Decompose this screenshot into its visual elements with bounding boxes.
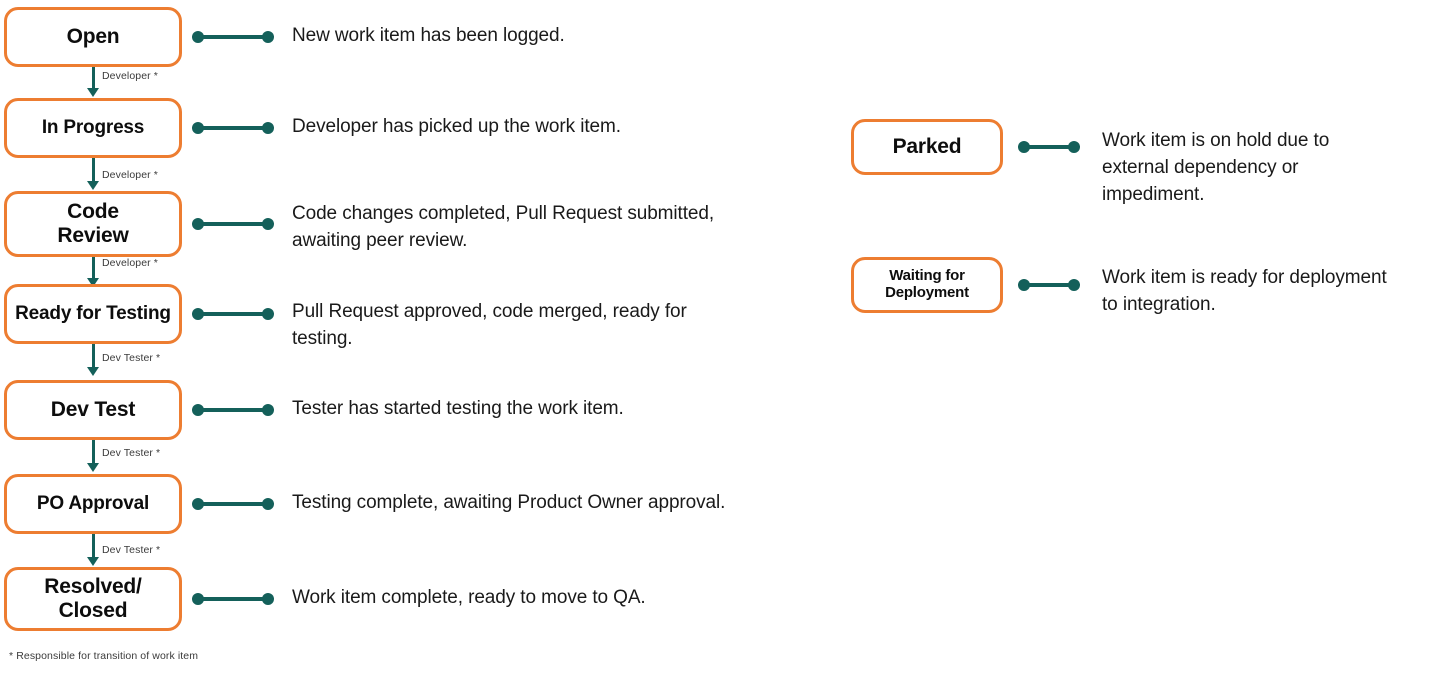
state-box-in-progress[interactable]: In Progress (4, 98, 182, 158)
transition-label-4: Dev Tester * (102, 352, 161, 364)
transition-label-5: Dev Tester * (102, 447, 161, 459)
state-description-in-progress: Developer has picked up the work item. (292, 116, 621, 137)
connector-bar (1023, 283, 1075, 287)
transition-arrow-4 (92, 344, 95, 370)
state-label: Code Review (57, 200, 129, 247)
state-label: Resolved/ Closed (44, 575, 142, 622)
state-box-resolved-closed[interactable]: Resolved/ Closed (4, 567, 182, 631)
connector-bar (197, 408, 269, 412)
state-label: Ready for Testing (15, 303, 171, 325)
transition-label-2: Developer * (102, 169, 158, 181)
transition-arrow-2 (92, 158, 95, 184)
state-label: PO Approval (36, 493, 150, 515)
transition-arrowhead-3 (87, 278, 99, 287)
connector-bar (197, 597, 269, 601)
state-box-code-review[interactable]: Code Review (4, 191, 182, 257)
connector-bar (197, 126, 269, 130)
connector-resolved-closed (192, 593, 274, 605)
connector-dot-right (262, 218, 274, 230)
connector-in-progress (192, 122, 274, 134)
connector-dot-right (262, 498, 274, 510)
connector-bar (197, 222, 269, 226)
transition-label-1: Developer * (102, 70, 158, 82)
connector-dot-right (262, 122, 274, 134)
transition-label-3: Developer * (102, 257, 158, 269)
state-description-dev-test: Tester has started testing the work item… (292, 398, 624, 419)
transition-label-6: Dev Tester * (102, 544, 161, 556)
state-description-ready-for-testing: Pull Request approved, code merged, read… (292, 301, 687, 349)
transition-arrowhead-6 (87, 557, 99, 566)
connector-bar (197, 502, 269, 506)
state-box-waiting-for-deployment[interactable]: Waiting for Deployment (851, 257, 1003, 313)
transition-arrowhead-2 (87, 181, 99, 190)
state-description-waiting-for-deployment: Work item is ready for deployment to int… (1102, 267, 1387, 315)
transition-arrow-6 (92, 534, 95, 560)
state-label: Waiting for Deployment (885, 267, 969, 301)
state-label: Parked (892, 135, 962, 159)
state-box-ready-for-testing[interactable]: Ready for Testing (4, 284, 182, 344)
connector-dot-right (262, 31, 274, 43)
state-description-open: New work item has been logged. (292, 25, 565, 46)
connector-parked (1018, 141, 1080, 153)
transition-arrowhead-1 (87, 88, 99, 97)
connector-waiting-for-deployment (1018, 279, 1080, 291)
footnote: * Responsible for transition of work ite… (9, 650, 199, 662)
state-box-open[interactable]: Open (4, 7, 182, 67)
connector-code-review (192, 218, 274, 230)
state-label: In Progress (41, 117, 145, 139)
state-label: Open (66, 25, 120, 49)
connector-dot-right (1068, 279, 1080, 291)
connector-open (192, 31, 274, 43)
transition-arrow-5 (92, 440, 95, 466)
state-label: Dev Test (50, 398, 136, 422)
connector-dot-right (262, 593, 274, 605)
transition-arrowhead-4 (87, 367, 99, 376)
connector-ready-for-testing (192, 308, 274, 320)
transition-arrow-3 (92, 257, 95, 281)
state-description-po-approval: Testing complete, awaiting Product Owner… (292, 492, 726, 513)
transition-arrowhead-5 (87, 463, 99, 472)
connector-dot-right (262, 308, 274, 320)
state-description-resolved-closed: Work item complete, ready to move to QA. (292, 587, 646, 608)
connector-po-approval (192, 498, 274, 510)
transition-arrow-1 (92, 67, 95, 91)
state-box-dev-test[interactable]: Dev Test (4, 380, 182, 440)
connector-bar (197, 35, 269, 39)
connector-dot-right (1068, 141, 1080, 153)
state-box-parked[interactable]: Parked (851, 119, 1003, 175)
state-box-po-approval[interactable]: PO Approval (4, 474, 182, 534)
connector-bar (197, 312, 269, 316)
connector-dot-right (262, 404, 274, 416)
connector-bar (1023, 145, 1075, 149)
connector-dev-test (192, 404, 274, 416)
state-description-code-review: Code changes completed, Pull Request sub… (292, 203, 714, 251)
state-description-parked: Work item is on hold due to external dep… (1102, 130, 1330, 205)
